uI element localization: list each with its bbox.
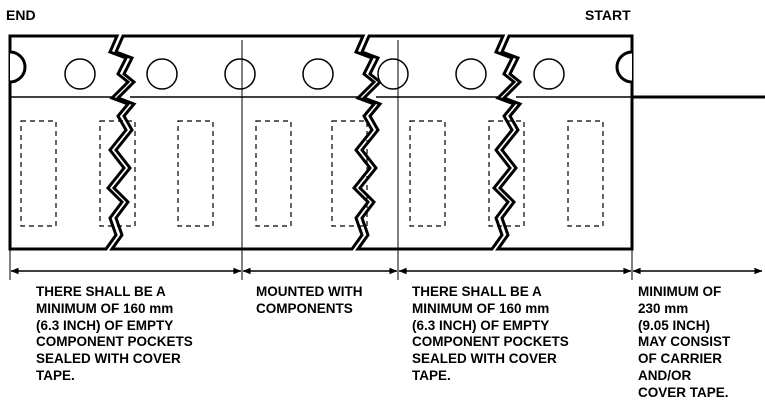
note-line: OF CARRIER [638, 351, 722, 367]
note-empty-pockets-start: THERE SHALL BE A MINIMUM OF 160 mm (6.3 … [412, 284, 569, 385]
note-line: (9.05 INCH) [638, 317, 711, 333]
tape-segment-3 [355, 34, 517, 251]
component-pocket [20, 120, 57, 227]
note-line: MINIMUM OF [638, 284, 722, 299]
sprocket-hole [224, 58, 256, 90]
note-line: SEALED WITH COVER [412, 351, 557, 367]
sprocket-hole [377, 58, 409, 90]
note-line: SEALED WITH COVER [36, 351, 181, 367]
note-empty-pockets-end: THERE SHALL BE A MINIMUM OF 160 mm (6.3 … [36, 284, 193, 385]
start-notch [615, 50, 633, 84]
sprocket-hole [533, 58, 565, 90]
sprocket-holes [64, 58, 565, 90]
note-line: AND/OR [638, 367, 692, 383]
note-line: THERE SHALL BE A [412, 284, 542, 299]
component-pocket [409, 120, 446, 227]
component-pocket [488, 120, 525, 227]
component-pocket [177, 120, 214, 227]
sprocket-hole [64, 58, 96, 90]
note-line: THERE SHALL BE A [36, 284, 166, 299]
note-leader-minimum: MINIMUM OF 230 mm (9.05 INCH) MAY CONSIS… [638, 284, 730, 402]
component-pocket [255, 120, 292, 227]
note-line: COMPONENT POCKETS [412, 334, 569, 350]
tape-segment-1 [8, 34, 131, 251]
component-pockets [20, 120, 604, 227]
note-mounted-components: MOUNTED WITH COMPONENTS [256, 284, 362, 318]
component-pocket [331, 120, 368, 227]
component-pocket [99, 120, 136, 227]
note-line: MAY CONSIST [638, 334, 731, 350]
note-line: (6.3 INCH) OF EMPTY [36, 317, 174, 333]
extension-lines [9, 40, 633, 280]
tape-segment-2 [109, 34, 377, 251]
note-line: 230 mm [638, 300, 689, 316]
sprocket-hole [146, 58, 178, 90]
note-line: MINIMUM OF 160 mm [36, 300, 174, 316]
note-line: COVER TAPE. [638, 384, 729, 400]
tape-segment-4 [495, 34, 634, 251]
sprocket-hole [455, 58, 487, 90]
note-line: COMPONENT POCKETS [36, 334, 193, 350]
start-label: START [585, 7, 631, 23]
note-line: TAPE. [412, 367, 451, 383]
note-line: TAPE. [36, 367, 75, 383]
note-line: MOUNTED WITH [256, 284, 363, 299]
note-line: MINIMUM OF 160 mm [412, 300, 550, 316]
end-notch [9, 50, 27, 84]
note-line: COMPONENTS [256, 300, 353, 316]
component-pocket [567, 120, 604, 227]
end-label: END [6, 7, 36, 23]
note-line: (6.3 INCH) OF EMPTY [412, 317, 550, 333]
sprocket-hole [302, 58, 334, 90]
